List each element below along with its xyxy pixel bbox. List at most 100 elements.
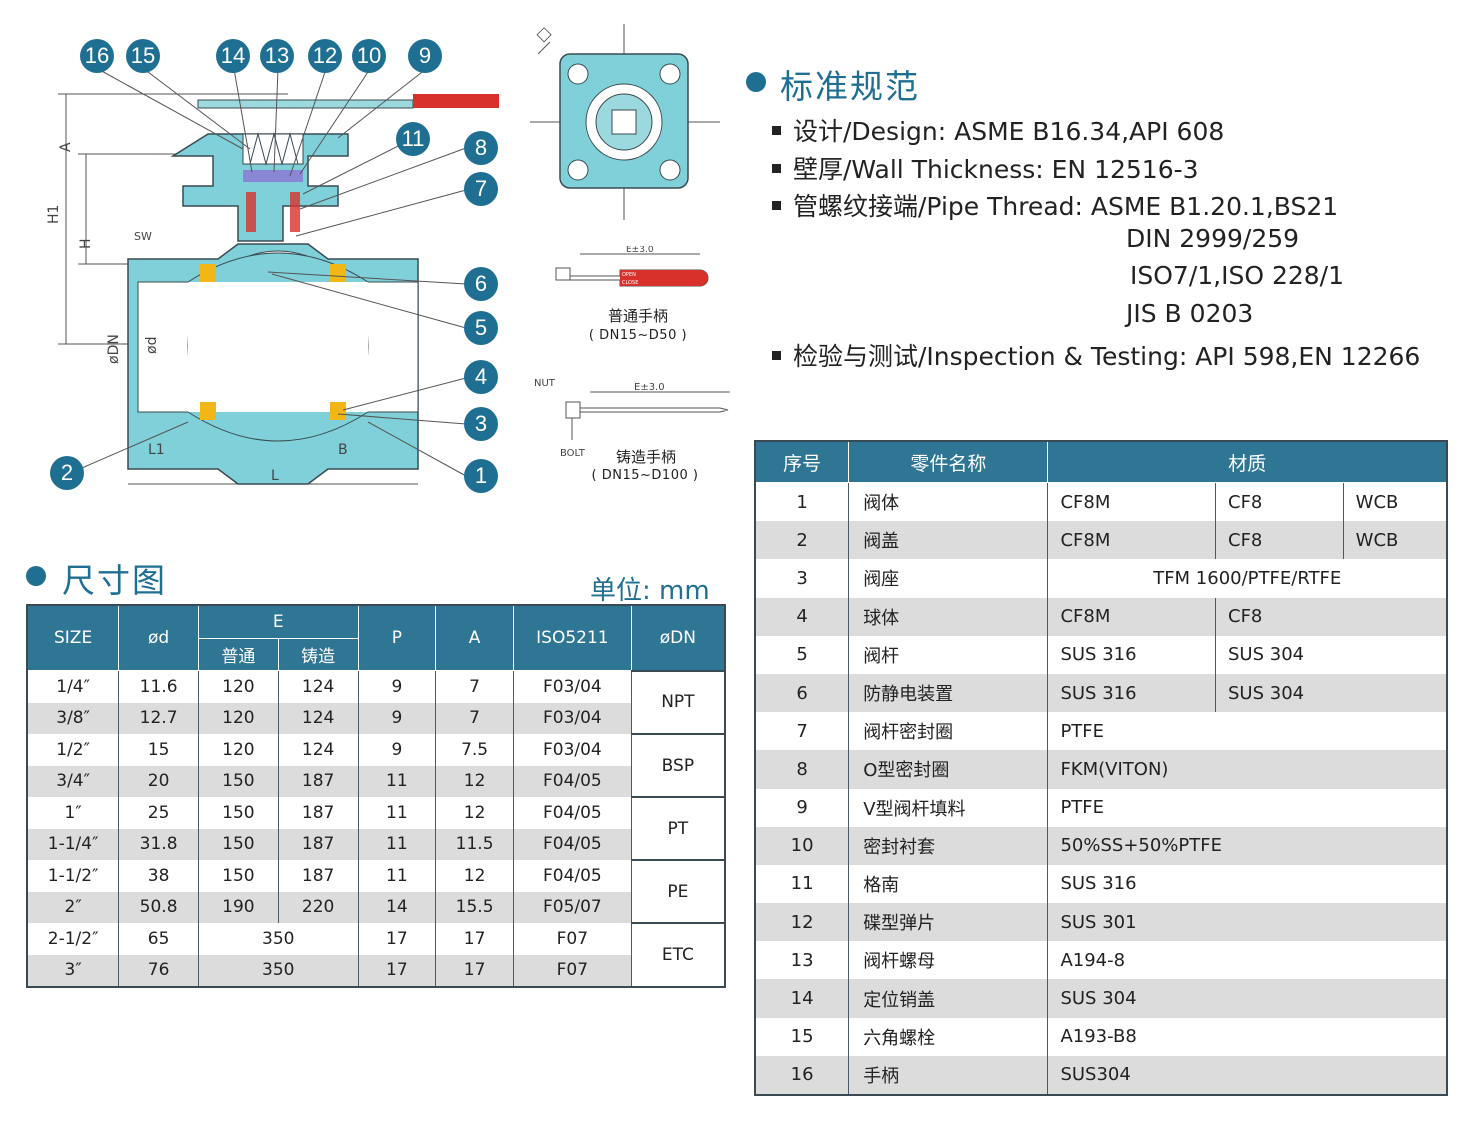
table-cell: 120 xyxy=(198,734,279,766)
handle1-range: ( DN15~D50 ) xyxy=(588,328,688,343)
col-size: SIZE xyxy=(26,604,120,671)
standards-title: 标准规范 xyxy=(780,67,920,106)
table-cell: 2 xyxy=(754,521,849,560)
table-cell: 7 xyxy=(754,712,849,751)
table-cell: 1/4″ xyxy=(26,670,120,703)
connection-npt: NPT xyxy=(630,669,726,735)
handle2-range: ( DN15~D100 ) xyxy=(591,468,699,483)
col-od: ød xyxy=(118,604,199,671)
callout-13: 13 xyxy=(260,39,294,73)
table-cell: 150 xyxy=(198,860,279,892)
table-cell: F04/05 xyxy=(512,860,632,892)
table-cell: 球体 xyxy=(848,597,1048,636)
table-cell: 31.8 xyxy=(118,828,199,860)
table-cell: 11 xyxy=(357,828,437,860)
table-cell: 7 xyxy=(435,670,514,703)
spec-thread-jis: JIS B 0203 xyxy=(1126,299,1254,328)
table-cell: 150 xyxy=(198,765,279,797)
table-cell: 124 xyxy=(277,734,359,766)
table-cell: 25 xyxy=(118,797,199,829)
table-cell: 10 xyxy=(754,826,849,865)
callout-8: 8 xyxy=(464,131,498,165)
unit-label: 单位: mm xyxy=(590,576,710,606)
col-odn: øDN xyxy=(630,604,726,671)
table-cell: 187 xyxy=(277,765,359,797)
table-cell: 190 xyxy=(198,891,279,923)
cast-handle-drawing: NUT E±3.0 BOLT xyxy=(534,378,730,459)
table-cell: 120 xyxy=(198,702,279,734)
table-cell: 格南 xyxy=(848,864,1048,904)
spec-inspection: 检验与测试/Inspection & Testing: API 598,EN 1… xyxy=(772,337,1420,373)
callout-3: 3 xyxy=(464,407,498,441)
valve-section-diagram: A H1 H SW øDN ød L1 B L xyxy=(46,68,499,485)
table-cell: 17 xyxy=(357,923,437,955)
table-cell: PTFE xyxy=(1047,712,1447,751)
table-cell: 8 xyxy=(754,750,849,789)
table-cell: 76 xyxy=(118,954,199,987)
callout-2: 2 xyxy=(50,456,84,490)
callout-6: 6 xyxy=(464,267,498,301)
table-cell: 65 xyxy=(118,923,199,955)
table-row: SIZE ød E P A ISO5211 øDN xyxy=(26,604,726,671)
dim-label-odn: øDN xyxy=(106,334,122,364)
spec-thread-iso: ISO7/1,ISO 228/1 xyxy=(1130,261,1345,290)
table-cell: CF8M xyxy=(1047,597,1216,636)
table-cell: 187 xyxy=(277,860,359,892)
table-cell: SUS 304 xyxy=(1047,979,1447,1018)
table-cell: F03/04 xyxy=(512,670,632,703)
table-cell: CF8M xyxy=(1047,521,1216,560)
handle2-nut: NUT xyxy=(534,378,556,389)
top-view-square-label: □ xyxy=(534,24,555,45)
table-cell: A194-8 xyxy=(1047,941,1447,980)
table-cell: 124 xyxy=(277,670,359,703)
table-cell: 2″ xyxy=(26,891,120,923)
callout-10: 10 xyxy=(352,39,386,73)
table-cell: 1-1/2″ xyxy=(26,860,120,892)
handle2-bolt: BOLT xyxy=(560,448,586,459)
table-cell: 阀体 xyxy=(848,482,1048,522)
table-cell: 187 xyxy=(277,828,359,860)
handle1-dim: E±3.0 xyxy=(626,246,654,255)
handle1-close: CLOSE xyxy=(622,280,638,286)
table-cell: CF8M xyxy=(1047,482,1216,522)
handle1-name: 普通手柄 xyxy=(607,307,668,325)
spec-pipe-thread: 管螺纹接端/Pipe Thread: ASME B1.20.1,BS21 xyxy=(772,187,1338,223)
handle1-open: OPEN xyxy=(622,272,636,278)
table-cell: 11 xyxy=(357,765,437,797)
table-cell: 7.5 xyxy=(435,734,514,766)
table-cell: TFM 1600/PTFE/RTFE xyxy=(1047,559,1447,598)
table-cell: PTFE xyxy=(1047,788,1447,827)
col-part-name: 零件名称 xyxy=(848,440,1049,483)
table-cell: 六角螺栓 xyxy=(848,1017,1048,1056)
table-cell: WCB xyxy=(1342,482,1447,522)
col-iso: ISO5211 xyxy=(512,604,632,671)
callout-12: 12 xyxy=(308,39,342,73)
dim-label-l1: L1 xyxy=(148,442,165,458)
dimensions-bullet-dot xyxy=(26,566,46,586)
table-cell: 20 xyxy=(118,765,199,797)
table-cell: SUS304 xyxy=(1047,1055,1447,1095)
table-cell: 11 xyxy=(357,860,437,892)
callout-list: 16 15 14 13 12 10 9 11 8 7 6 5 4 3 1 2 xyxy=(0,0,498,493)
spec-design: 设计/Design: ASME B16.34,API 608 xyxy=(772,112,1224,148)
table-cell: F07 xyxy=(512,923,632,955)
table-cell: 13 xyxy=(754,941,849,980)
table-cell: CF8 xyxy=(1215,482,1344,522)
table-cell: F05/07 xyxy=(512,891,632,923)
connection-etc: ETC xyxy=(630,922,726,988)
table-cell: 碟型弹片 xyxy=(848,903,1048,942)
